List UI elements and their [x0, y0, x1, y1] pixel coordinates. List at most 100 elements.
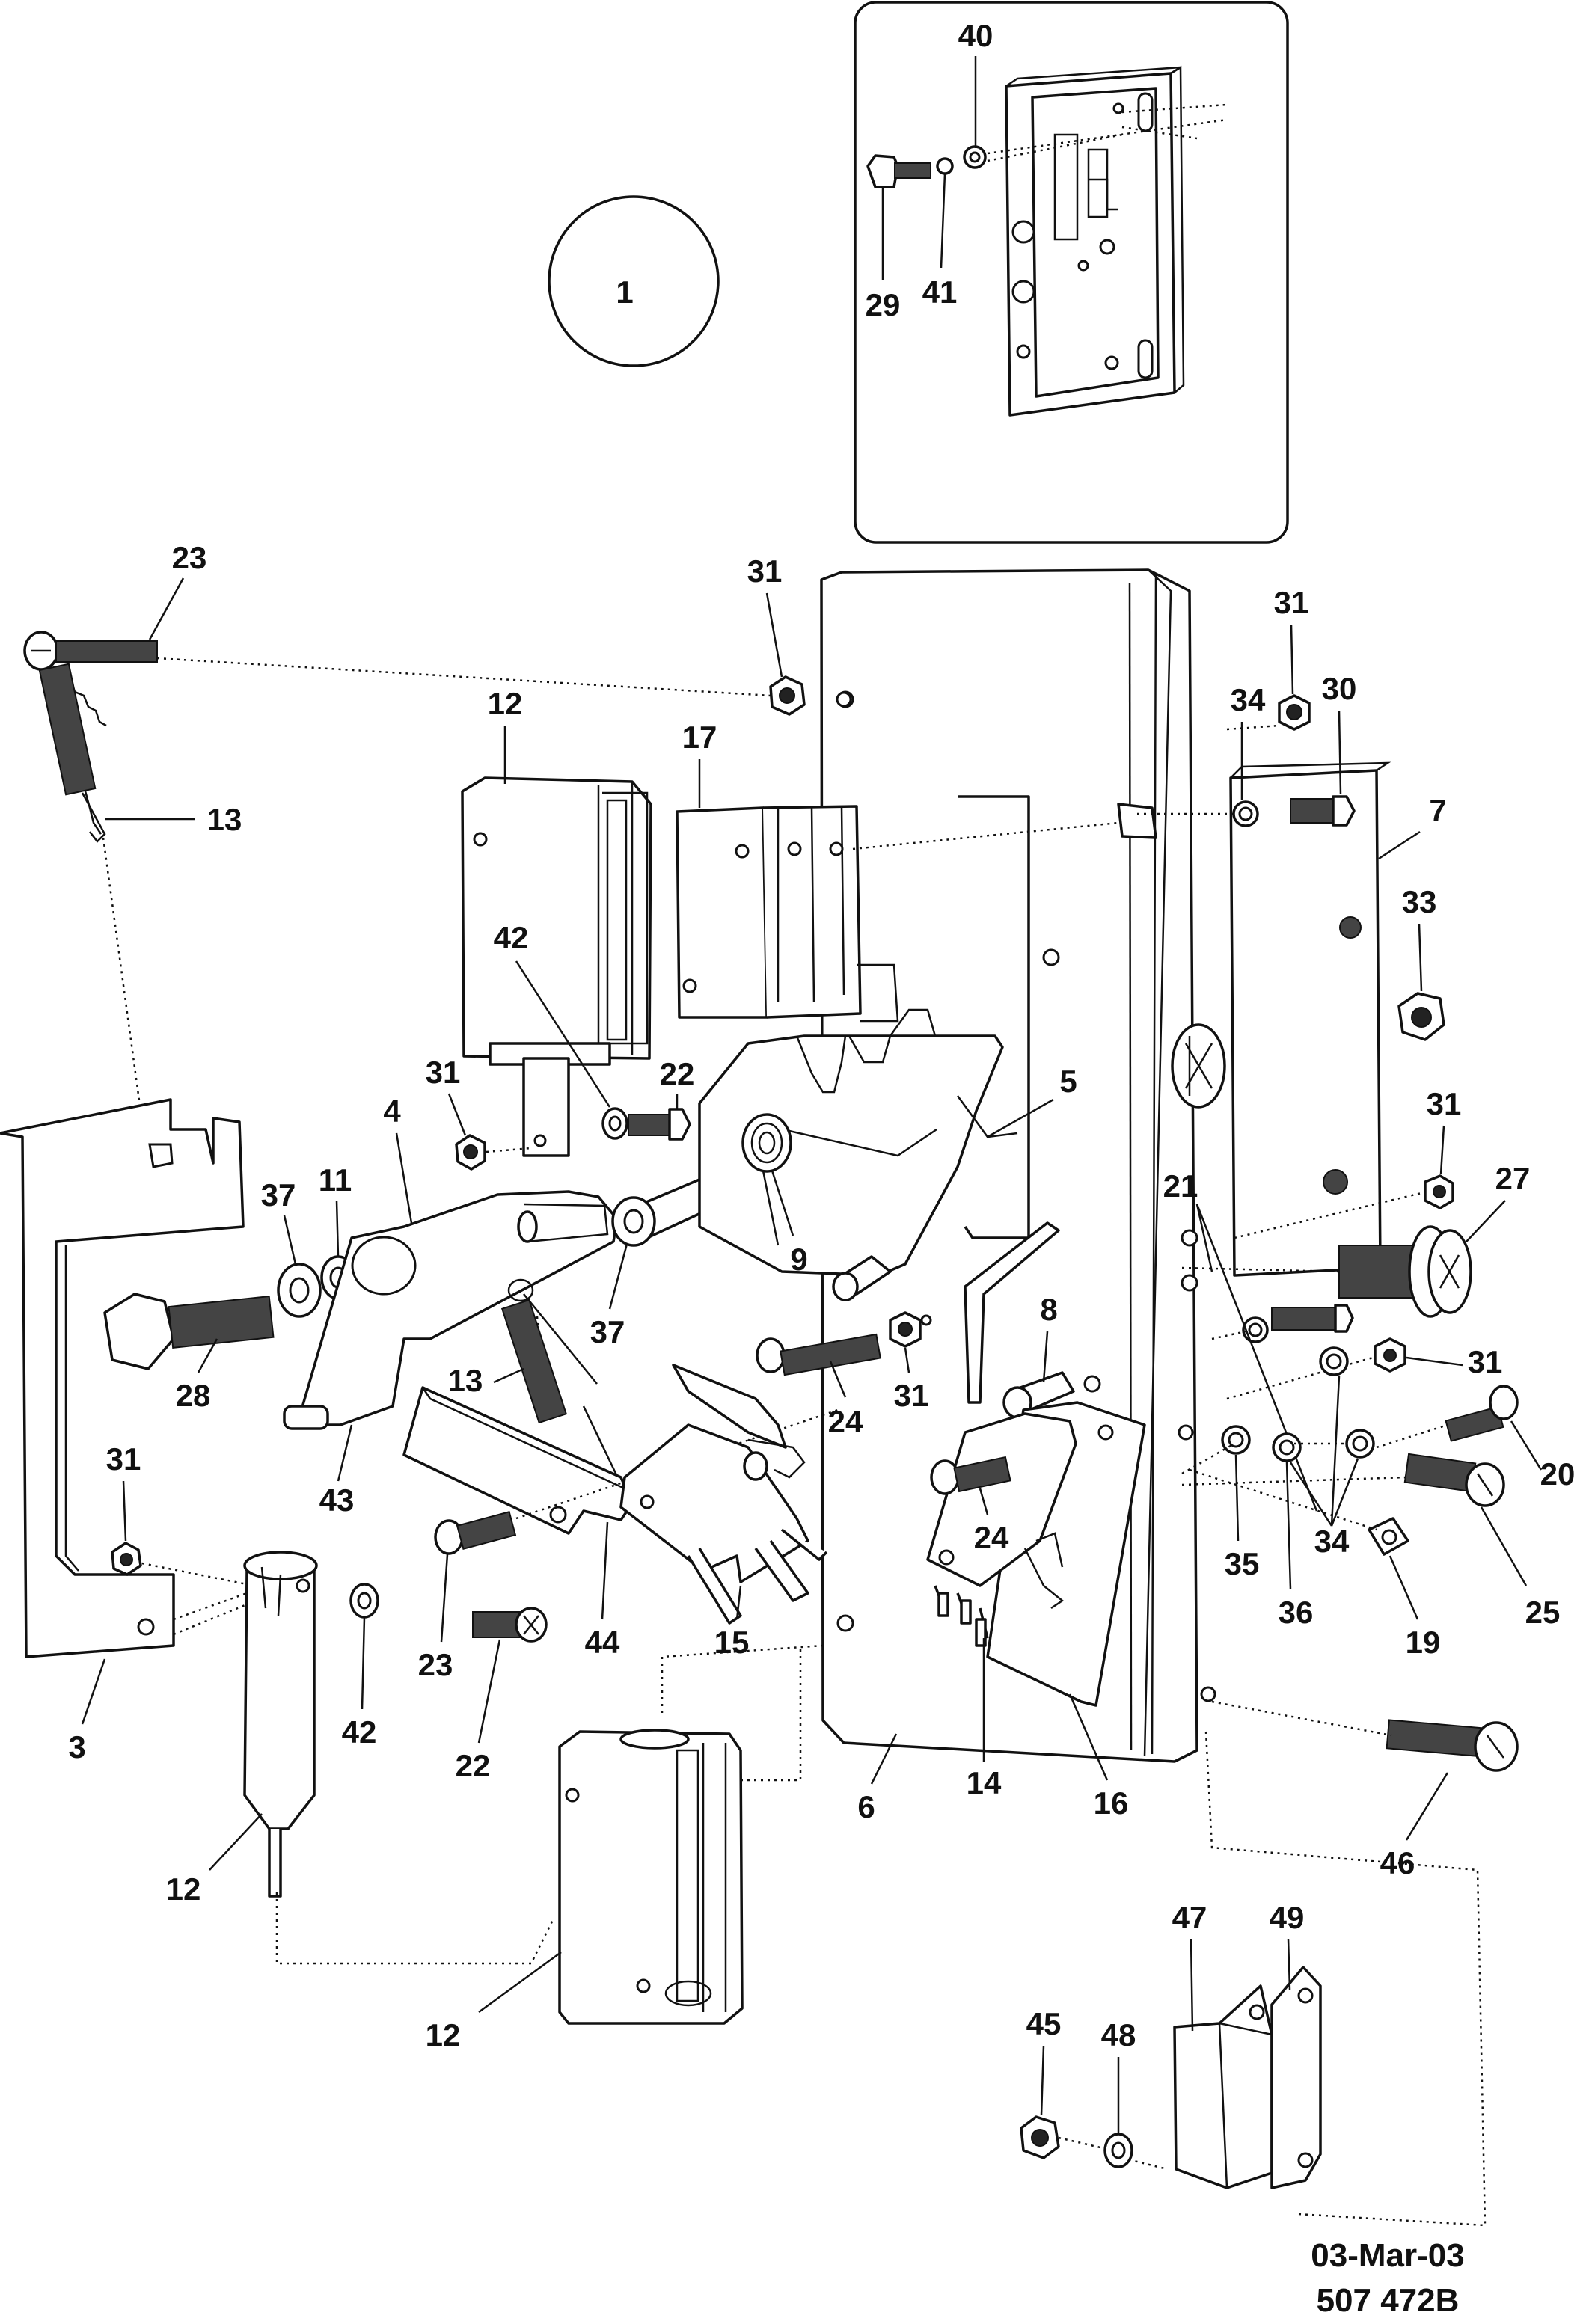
callout-23-top: 23 — [172, 540, 207, 575]
callout-45: 45 — [1026, 2006, 1062, 2041]
callout-12-plunger: 12 — [166, 1871, 201, 1907]
callout-31-right: 31 — [1427, 1086, 1462, 1121]
screw-21 — [1271, 1304, 1354, 1333]
lever-4 — [283, 1190, 619, 1430]
callout-49: 49 — [1270, 1900, 1305, 1935]
callout-42-upper: 42 — [494, 920, 529, 955]
callout-3: 3 — [68, 1729, 85, 1765]
callout-37-mid: 37 — [590, 1314, 625, 1349]
bolt-28 — [103, 1293, 275, 1370]
callout-48: 48 — [1101, 2017, 1136, 2052]
microswitch-14 — [926, 1412, 1077, 1647]
callout-16: 16 — [1094, 1785, 1129, 1821]
nut-45 — [1020, 2115, 1060, 2159]
callout-31-center: 31 — [894, 1378, 929, 1413]
bracket-3 — [0, 1098, 245, 1658]
block-47 — [1173, 1984, 1273, 2189]
callout-6: 6 — [857, 1789, 875, 1824]
screw-27 — [1338, 1225, 1472, 1318]
callout-13-top: 13 — [207, 802, 242, 837]
callout-22-lower: 22 — [456, 1748, 491, 1783]
callout-28: 28 — [176, 1378, 211, 1413]
side-bracket-7 — [1229, 761, 1391, 1277]
callout-7: 7 — [1429, 793, 1446, 828]
callout-24-lower: 24 — [974, 1520, 1009, 1555]
nut-31-center — [889, 1311, 932, 1348]
assembly-reference-circle: 1 — [548, 195, 720, 367]
screw-24-upper — [756, 1333, 881, 1376]
callout-17: 17 — [682, 720, 717, 755]
callout-35: 35 — [1225, 1546, 1260, 1581]
drawing-date: 03-Mar-03 — [1311, 2237, 1464, 2274]
callout-29: 29 — [866, 287, 901, 322]
bolt-30 — [1290, 795, 1356, 827]
callout-34-top: 34 — [1231, 682, 1266, 717]
callout-31-left: 31 — [106, 1441, 141, 1477]
callout-34-lower: 34 — [1314, 1524, 1350, 1559]
callout-19: 19 — [1406, 1625, 1441, 1660]
callout-12-lower: 12 — [426, 2017, 461, 2052]
bracket-44 — [402, 1386, 634, 1535]
callout-47: 47 — [1172, 1900, 1207, 1935]
callout-31-top-center: 31 — [747, 554, 783, 589]
callout-12-upper: 12 — [488, 686, 523, 721]
callout-27: 27 — [1495, 1161, 1531, 1196]
nut-31-mid-left — [455, 1134, 486, 1171]
callout-15: 15 — [714, 1625, 750, 1660]
callout-14: 14 — [967, 1765, 1002, 1800]
nut-31-right — [1424, 1174, 1454, 1209]
callout-13-mid: 13 — [448, 1363, 483, 1398]
callout-43: 43 — [319, 1483, 355, 1518]
callout-4: 4 — [383, 1094, 401, 1129]
plunger-12 — [243, 1551, 318, 1898]
callout-40: 40 — [958, 18, 993, 53]
nut-31-top-center — [769, 675, 806, 716]
screw-20 — [1445, 1385, 1519, 1442]
callout-9: 9 — [790, 1242, 807, 1277]
callout-25: 25 — [1525, 1595, 1561, 1630]
screw-23-top — [23, 631, 158, 671]
screw-25 — [1403, 1453, 1505, 1507]
callout-36: 36 — [1279, 1595, 1314, 1630]
solenoid-12-upper — [461, 776, 652, 1157]
torsion-spring-9 — [741, 1113, 937, 1246]
microswitch-15 — [619, 1364, 828, 1625]
screw-22-lower — [472, 1607, 548, 1643]
callout-1: 1 — [616, 275, 633, 310]
solenoid-12-lower — [558, 1729, 744, 2025]
plate-49 — [1270, 1966, 1322, 2189]
inset-detail: 40 29 41 — [854, 1, 1289, 544]
screw-22-upper — [628, 1108, 691, 1141]
inset-screw-29 — [866, 154, 931, 188]
callout-22-upper: 22 — [660, 1056, 695, 1091]
drawing-number: 507 472B — [1317, 2282, 1460, 2319]
callout-42-lower: 42 — [342, 1714, 377, 1750]
callout-21: 21 — [1163, 1168, 1198, 1204]
screw-46 — [1386, 1719, 1519, 1772]
nut-31-left — [111, 1542, 142, 1576]
callout-33: 33 — [1402, 884, 1437, 919]
callout-41: 41 — [922, 275, 958, 310]
lever-5 — [964, 1221, 1060, 1404]
callout-5: 5 — [1059, 1064, 1077, 1099]
inset-washer-41 — [936, 157, 954, 175]
callout-23-lower: 23 — [418, 1647, 453, 1682]
callout-20: 20 — [1540, 1456, 1576, 1491]
callout-31-right-lower: 31 — [1468, 1344, 1503, 1379]
callout-8: 8 — [1040, 1292, 1057, 1327]
callout-31-mid-left: 31 — [426, 1055, 461, 1090]
spring-13-top — [38, 663, 107, 843]
nut-31-right-lower — [1374, 1337, 1406, 1373]
callout-24-upper: 24 — [828, 1404, 863, 1439]
coil-block-17 — [676, 805, 899, 1023]
callout-37-left: 37 — [261, 1177, 296, 1212]
screw-24-lower — [930, 1456, 1011, 1495]
callout-31-top-right: 31 — [1274, 585, 1309, 620]
nut-31-top-right — [1278, 694, 1311, 731]
callout-30: 30 — [1322, 671, 1357, 706]
callout-44: 44 — [585, 1625, 620, 1660]
clip-19 — [1368, 1517, 1409, 1556]
callout-11: 11 — [319, 1162, 352, 1198]
cam-latch — [698, 1008, 1004, 1277]
